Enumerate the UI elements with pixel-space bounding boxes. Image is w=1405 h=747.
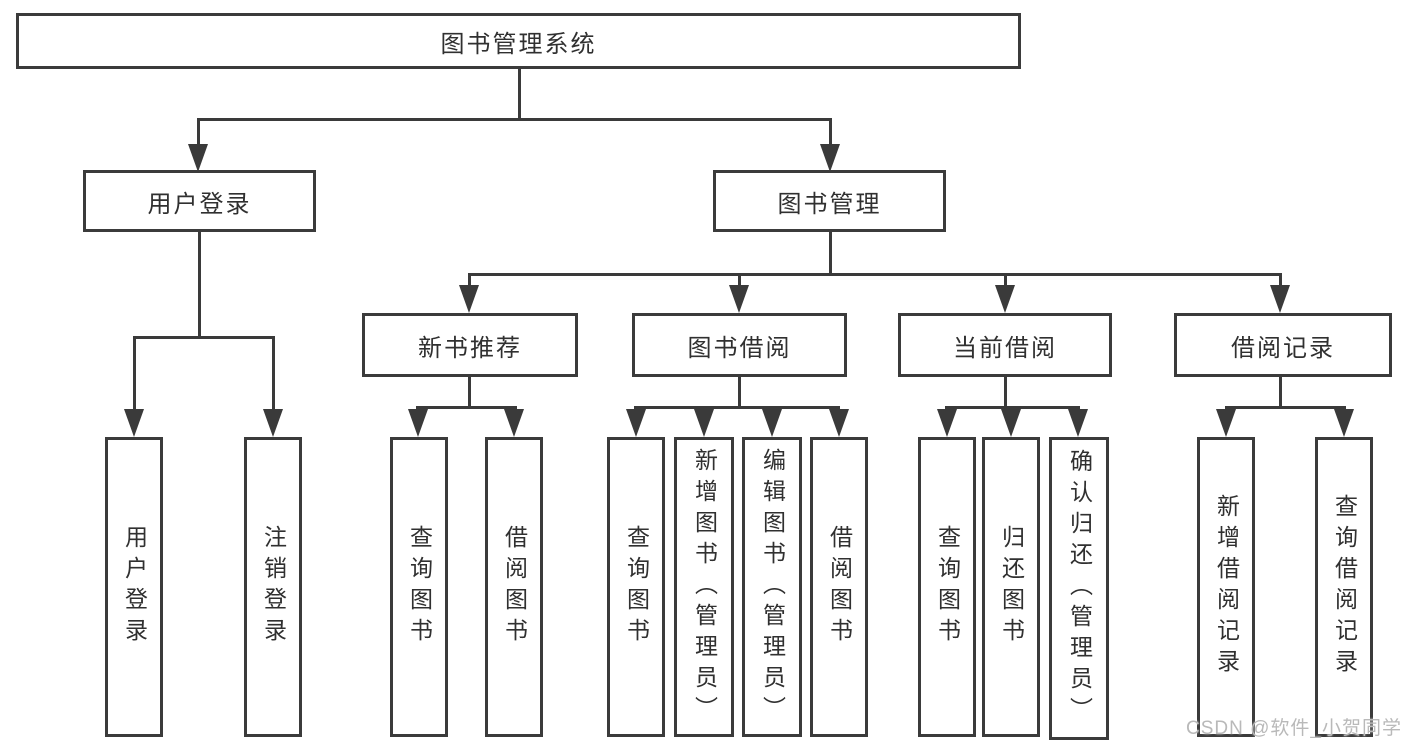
- connector-current-borrow-stem: [1004, 377, 1007, 408]
- node-new-book-recommend: 新书推荐: [362, 313, 578, 377]
- leaf-bb-query-books-label: 查询图书: [623, 525, 650, 649]
- connector-root-stem: [518, 68, 521, 120]
- arrowhead-new-books: [459, 285, 479, 313]
- node-current-borrow-label: 当前借阅: [953, 334, 1057, 362]
- leaf-bb-add-books-admin-label: 新增图书（管理员）: [691, 447, 718, 727]
- connector-user-login-stem: [198, 232, 201, 338]
- leaf-br-query-record: 查询借阅记录: [1315, 437, 1373, 737]
- arrowhead-user-login: [188, 144, 208, 172]
- arrowhead-book-borrow: [729, 285, 749, 313]
- leaf-cb-confirm-return-admin-label: 确认归还（管理员）: [1066, 449, 1093, 728]
- leaf-bb-add-books-admin: 新增图书（管理员）: [674, 437, 734, 737]
- connector-drop-login: [133, 338, 136, 409]
- connector-book-borrow-rail: [634, 406, 840, 409]
- leaf-br-add-record-label: 新增借阅记录: [1213, 494, 1240, 680]
- arrowhead-nb-borrow: [504, 409, 524, 437]
- leaf-bb-borrow-books: 借阅图书: [810, 437, 868, 737]
- connector-new-books-stem: [468, 377, 471, 408]
- arrowhead-br-add: [1216, 409, 1236, 437]
- connector-drop-user-login: [197, 120, 200, 146]
- connector-level3-rail: [468, 273, 1282, 276]
- arrowhead-cb-return: [1001, 409, 1021, 437]
- arrowhead-book-mgmt: [820, 144, 840, 172]
- arrowhead-nb-query: [408, 409, 428, 437]
- leaf-user-login: 用户登录: [105, 437, 163, 737]
- node-borrow-records: 借阅记录: [1174, 313, 1392, 377]
- node-book-management-label: 图书管理: [777, 190, 882, 218]
- connector-drop-book-mgmt: [829, 120, 832, 146]
- leaf-cb-confirm-return-admin: 确认归还（管理员）: [1049, 437, 1109, 740]
- arrowhead-logout: [263, 409, 283, 437]
- arrowhead-login: [124, 409, 144, 437]
- connector-book-mgmt-stem: [829, 232, 832, 275]
- leaf-logout: 注销登录: [244, 437, 302, 737]
- node-user-login: 用户登录: [83, 170, 316, 232]
- leaf-cb-return-books: 归还图书: [982, 437, 1040, 737]
- leaf-nb-query-books: 查询图书: [390, 437, 448, 737]
- connector-drop-book-borrow: [738, 275, 741, 286]
- node-current-borrow: 当前借阅: [898, 313, 1112, 377]
- leaf-bb-edit-books-admin-label: 编辑图书（管理员）: [759, 447, 786, 727]
- arrowhead-bb-edit: [762, 409, 782, 437]
- connector-drop-borrow-records: [1279, 275, 1282, 286]
- node-borrow-records-label: 借阅记录: [1231, 334, 1335, 362]
- leaf-bb-borrow-books-label: 借阅图书: [826, 525, 853, 649]
- connector-current-borrow-rail: [945, 406, 1080, 409]
- arrowhead-bb-add: [694, 409, 714, 437]
- connector-drop-logout: [272, 338, 275, 409]
- leaf-logout-label: 注销登录: [260, 525, 287, 649]
- arrowhead-borrow-records: [1270, 285, 1290, 313]
- leaf-nb-query-books-label: 查询图书: [406, 525, 433, 649]
- leaf-nb-borrow-books: 借阅图书: [485, 437, 543, 737]
- node-root-system: 图书管理系统: [16, 13, 1021, 69]
- leaf-br-query-record-label: 查询借阅记录: [1331, 494, 1358, 680]
- connector-new-books-rail: [416, 406, 517, 409]
- arrowhead-br-query: [1334, 409, 1354, 437]
- node-user-login-label: 用户登录: [147, 190, 252, 218]
- node-root-system-label: 图书管理系统: [440, 30, 597, 58]
- connector-borrow-records-stem: [1279, 377, 1282, 408]
- csdn-watermark: CSDN @软件_小贺同学: [1186, 718, 1402, 739]
- connector-user-login-rail: [133, 336, 275, 339]
- connector-borrow-records-rail: [1225, 406, 1346, 409]
- arrowhead-cb-query: [937, 409, 957, 437]
- arrowhead-cb-confirm: [1068, 409, 1088, 437]
- node-new-book-recommend-label: 新书推荐: [418, 334, 522, 362]
- leaf-bb-edit-books-admin: 编辑图书（管理员）: [742, 437, 802, 737]
- connector-drop-current-borrow: [1004, 275, 1007, 286]
- leaf-cb-return-books-label: 归还图书: [998, 525, 1025, 649]
- connector-level2-rail: [197, 118, 832, 121]
- node-book-borrow: 图书借阅: [632, 313, 847, 377]
- node-book-borrow-label: 图书借阅: [687, 334, 792, 362]
- leaf-cb-query-books: 查询图书: [918, 437, 976, 737]
- leaf-cb-query-books-label: 查询图书: [934, 525, 961, 649]
- leaf-br-add-record: 新增借阅记录: [1197, 437, 1255, 737]
- leaf-bb-query-books: 查询图书: [607, 437, 665, 737]
- leaf-nb-borrow-books-label: 借阅图书: [501, 525, 528, 649]
- connector-book-borrow-stem: [738, 377, 741, 408]
- arrowhead-bb-query: [626, 409, 646, 437]
- leaf-user-login-label: 用户登录: [121, 525, 148, 649]
- node-book-management: 图书管理: [713, 170, 946, 232]
- arrowhead-bb-borrow: [829, 409, 849, 437]
- connector-drop-new-books: [468, 275, 471, 286]
- arrowhead-current-borrow: [995, 285, 1015, 313]
